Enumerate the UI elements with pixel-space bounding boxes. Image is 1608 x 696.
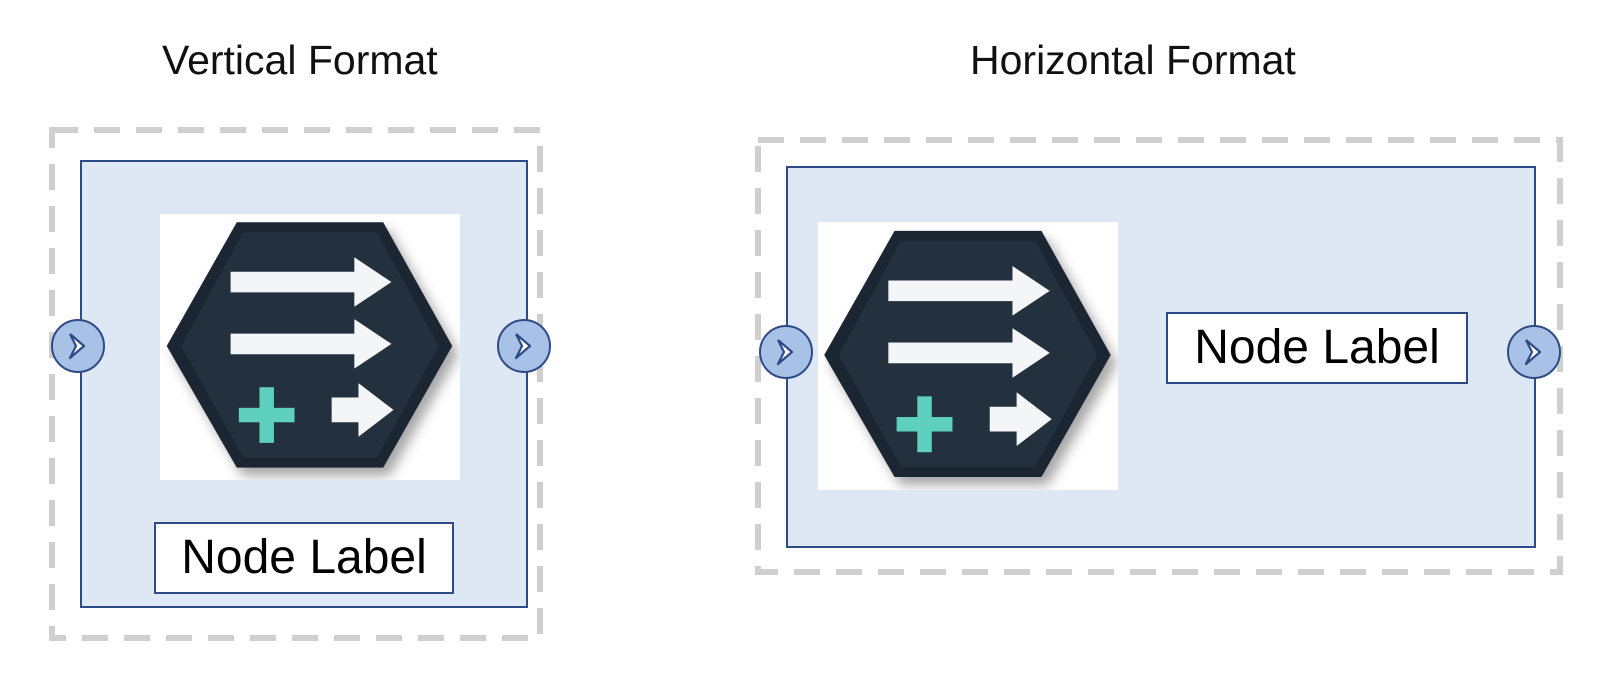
hexagon-arrows-plus-icon xyxy=(166,222,453,468)
chevron-right-icon xyxy=(51,319,105,373)
vertical-node-label[interactable]: Node Label xyxy=(154,522,454,594)
vertical-output-port[interactable] xyxy=(496,318,552,374)
vertical-input-port[interactable] xyxy=(50,318,106,374)
horizontal-node-label[interactable]: Node Label xyxy=(1166,312,1468,384)
chevron-right-icon xyxy=(1507,325,1561,379)
horizontal-input-port[interactable] xyxy=(758,324,814,380)
hexagon-arrows-plus-icon xyxy=(824,230,1111,478)
horizontal-output-port[interactable] xyxy=(1506,324,1562,380)
vertical-format-title: Vertical Format xyxy=(162,37,438,83)
horizontal-node-icon-frame xyxy=(818,222,1118,490)
vertical-selection-dashed-border xyxy=(49,127,543,641)
horizontal-format-title: Horizontal Format xyxy=(970,37,1296,83)
chevron-right-icon xyxy=(497,319,551,373)
chevron-right-icon xyxy=(759,325,813,379)
vertical-node-icon-frame xyxy=(160,214,460,480)
